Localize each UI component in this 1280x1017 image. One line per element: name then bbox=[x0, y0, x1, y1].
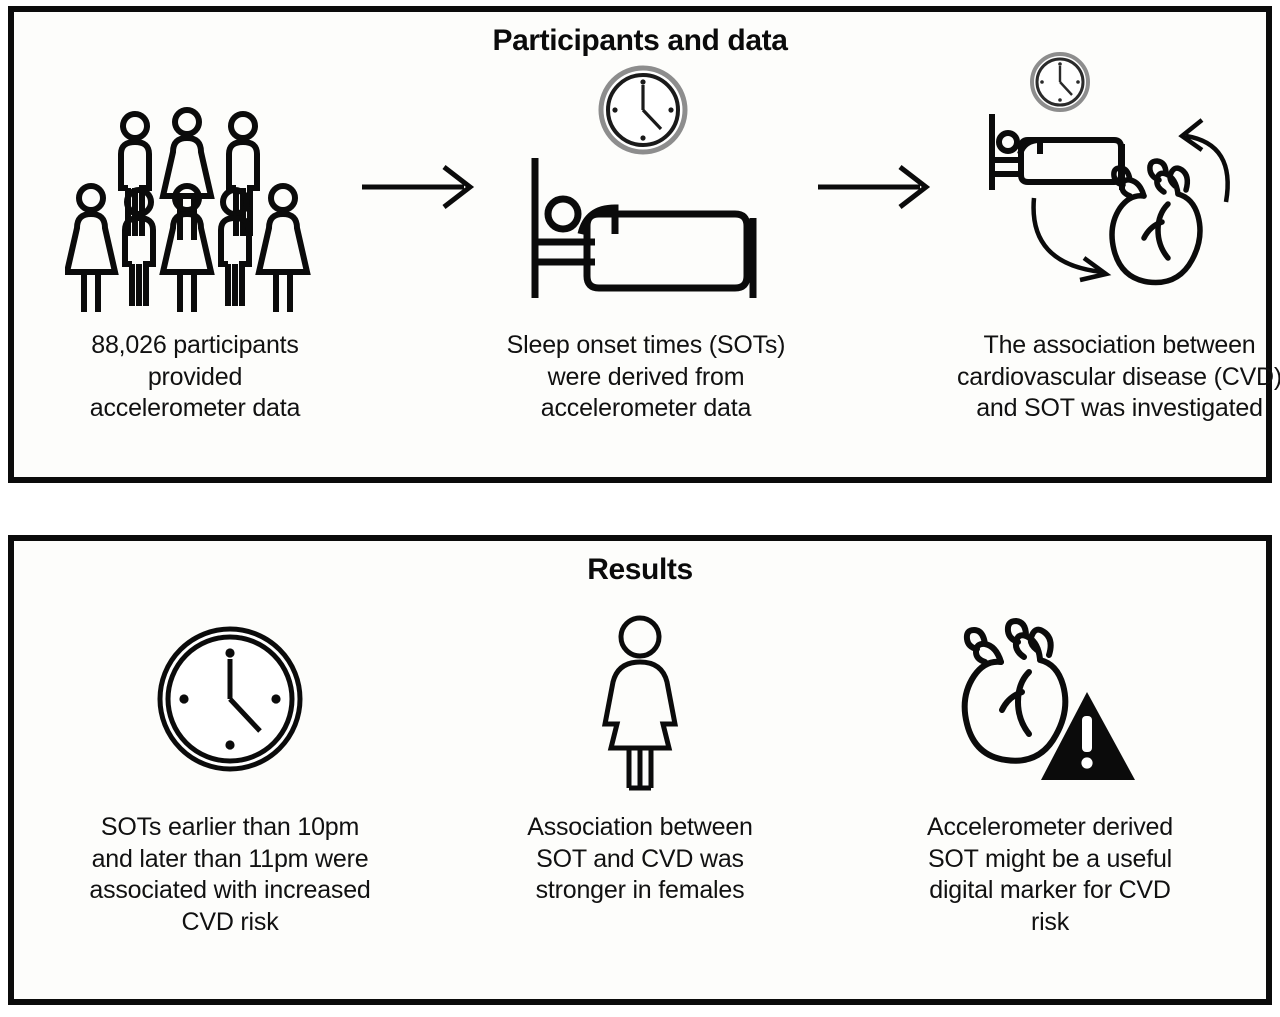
caption-female-association: Association between SOT and CVD was stro… bbox=[527, 813, 753, 904]
caption-digital-marker: Accelerometer derived SOT might be a use… bbox=[927, 813, 1173, 936]
caption-participants: 88,026 participants provided acceleromet… bbox=[89, 331, 301, 422]
column-digital-marker: Accelerometer derived SOT might be a use… bbox=[850, 597, 1250, 938]
female-figure-icon bbox=[585, 597, 695, 792]
panel-title-participants: Participants and data bbox=[492, 24, 788, 57]
arrow-right-icon-2 bbox=[816, 62, 932, 312]
caption-sot-timing-risk: SOTs earlier than 10pm and later than 11… bbox=[89, 813, 371, 936]
panel-results: Results bbox=[8, 535, 1272, 1005]
participants-columns: 88,026 participants provided acceleromet… bbox=[14, 52, 1280, 462]
heart-warning-icon bbox=[953, 597, 1148, 792]
column-participants: 88,026 participants provided acceleromet… bbox=[30, 62, 360, 425]
column-sleep-onset: Sleep onset times (SOTs) were derived fr… bbox=[476, 62, 816, 425]
people-group-icon bbox=[65, 62, 325, 312]
results-columns: SOTs earlier than 10pm and later than 11… bbox=[14, 597, 1266, 938]
caption-association: The association between cardiovascular d… bbox=[956, 331, 1280, 422]
arrow-right-icon bbox=[360, 62, 476, 312]
clock-and-bed-icon bbox=[521, 62, 771, 312]
column-sot-timing-risk: SOTs earlier than 10pm and later than 11… bbox=[30, 597, 430, 938]
column-female-association: Association between SOT and CVD was stro… bbox=[440, 597, 840, 907]
clock-bed-heart-arrows-icon bbox=[970, 52, 1270, 312]
caption-sleep-onset: Sleep onset times (SOTs) were derived fr… bbox=[506, 331, 786, 422]
panel-divider-gap bbox=[8, 483, 1272, 535]
clock-icon bbox=[145, 597, 315, 792]
panel-participants-and-data: Participants and data bbox=[8, 6, 1280, 483]
panel-title-results: Results bbox=[587, 553, 693, 586]
column-association: The association between cardiovascular d… bbox=[932, 52, 1280, 425]
